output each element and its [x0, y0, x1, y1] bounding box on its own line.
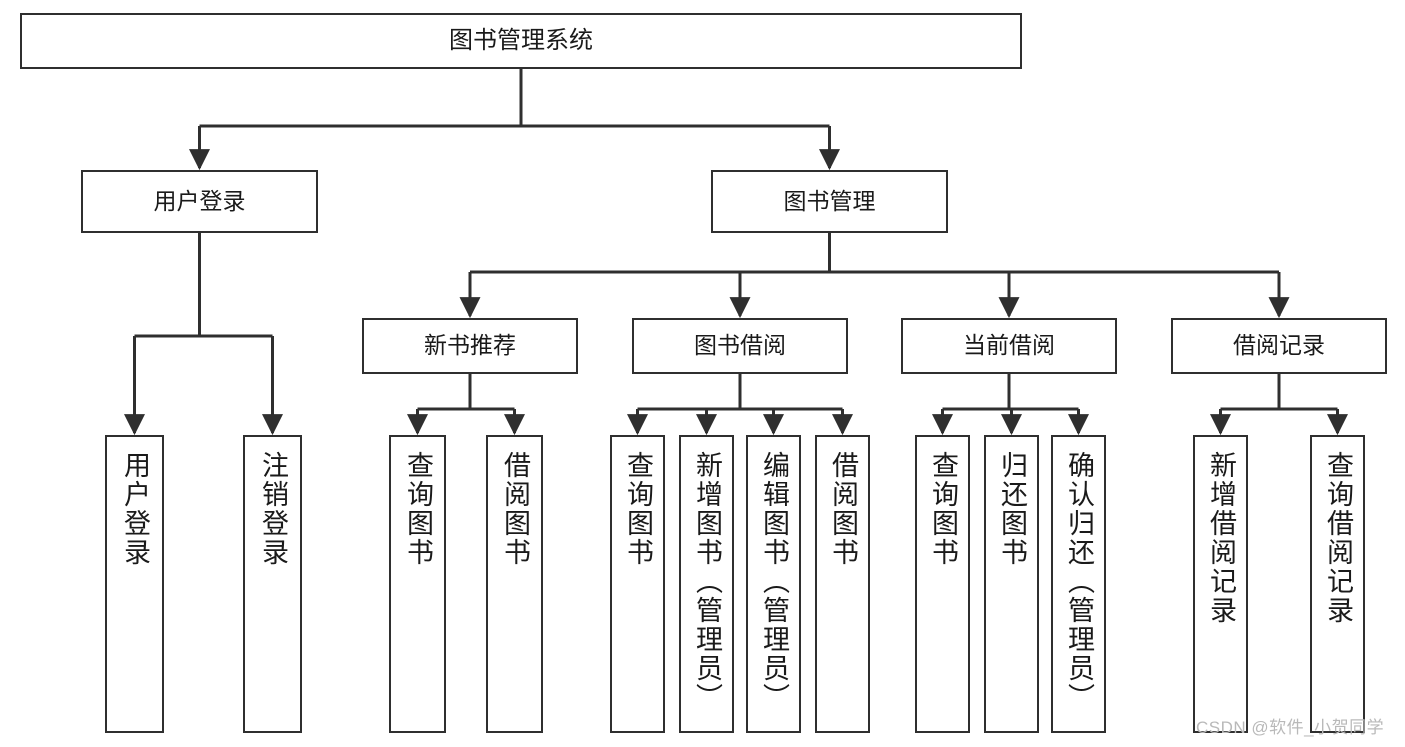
node-leaf-return-book-label: 归还图书	[997, 451, 1027, 567]
node-leaf-user-login-label: 用户登录	[120, 451, 150, 567]
node-borrow-record-label: 借阅记录	[1233, 332, 1325, 359]
node-leaf-user-login[interactable]: 用户登录	[105, 435, 164, 733]
node-leaf-query-book-borrow[interactable]: 查询图书	[610, 435, 665, 733]
node-leaf-query-book-rec-label: 查询图书	[403, 451, 433, 567]
node-new-book-rec-label: 新书推荐	[424, 332, 516, 359]
node-leaf-borrow-book-rec[interactable]: 借阅图书	[486, 435, 543, 733]
node-borrow-record[interactable]: 借阅记录	[1171, 318, 1387, 374]
node-leaf-add-book[interactable]: 新增图书（管理员）	[679, 435, 734, 733]
node-current-borrow[interactable]: 当前借阅	[901, 318, 1117, 374]
node-root-label: 图书管理系统	[449, 26, 593, 54]
node-leaf-edit-book[interactable]: 编辑图书（管理员）	[746, 435, 801, 733]
node-leaf-borrow-book-label: 借阅图书	[828, 451, 858, 567]
node-book-borrow-label: 图书借阅	[694, 332, 786, 359]
node-leaf-return-book[interactable]: 归还图书	[984, 435, 1039, 733]
node-book-borrow[interactable]: 图书借阅	[632, 318, 848, 374]
node-book-manage-label: 图书管理	[783, 187, 876, 214]
node-leaf-borrow-book[interactable]: 借阅图书	[815, 435, 870, 733]
node-leaf-add-record[interactable]: 新增借阅记录	[1193, 435, 1248, 733]
node-leaf-logout-label: 注销登录	[258, 451, 288, 567]
node-leaf-confirm-return-label: 确认归还（管理员）	[1064, 451, 1094, 712]
node-leaf-logout[interactable]: 注销登录	[243, 435, 302, 733]
node-leaf-query-book-current[interactable]: 查询图书	[915, 435, 970, 733]
node-current-borrow-label: 当前借阅	[963, 332, 1055, 359]
node-new-book-rec[interactable]: 新书推荐	[362, 318, 578, 374]
node-leaf-query-book-rec[interactable]: 查询图书	[389, 435, 446, 733]
node-leaf-query-book-current-label: 查询图书	[928, 451, 958, 567]
node-root[interactable]: 图书管理系统	[20, 13, 1022, 69]
node-leaf-confirm-return[interactable]: 确认归还（管理员）	[1051, 435, 1106, 733]
node-user-login-label: 用户登录	[153, 187, 246, 214]
node-leaf-edit-book-label: 编辑图书（管理员）	[759, 451, 789, 712]
node-leaf-borrow-book-rec-label: 借阅图书	[500, 451, 530, 567]
node-leaf-query-record-label: 查询借阅记录	[1323, 451, 1353, 625]
node-user-login[interactable]: 用户登录	[81, 170, 318, 233]
node-leaf-add-book-label: 新增图书（管理员）	[692, 451, 722, 712]
node-leaf-query-book-borrow-label: 查询图书	[623, 451, 653, 567]
node-leaf-query-record[interactable]: 查询借阅记录	[1310, 435, 1365, 733]
node-book-manage[interactable]: 图书管理	[711, 170, 948, 233]
node-leaf-add-record-label: 新增借阅记录	[1206, 451, 1236, 625]
